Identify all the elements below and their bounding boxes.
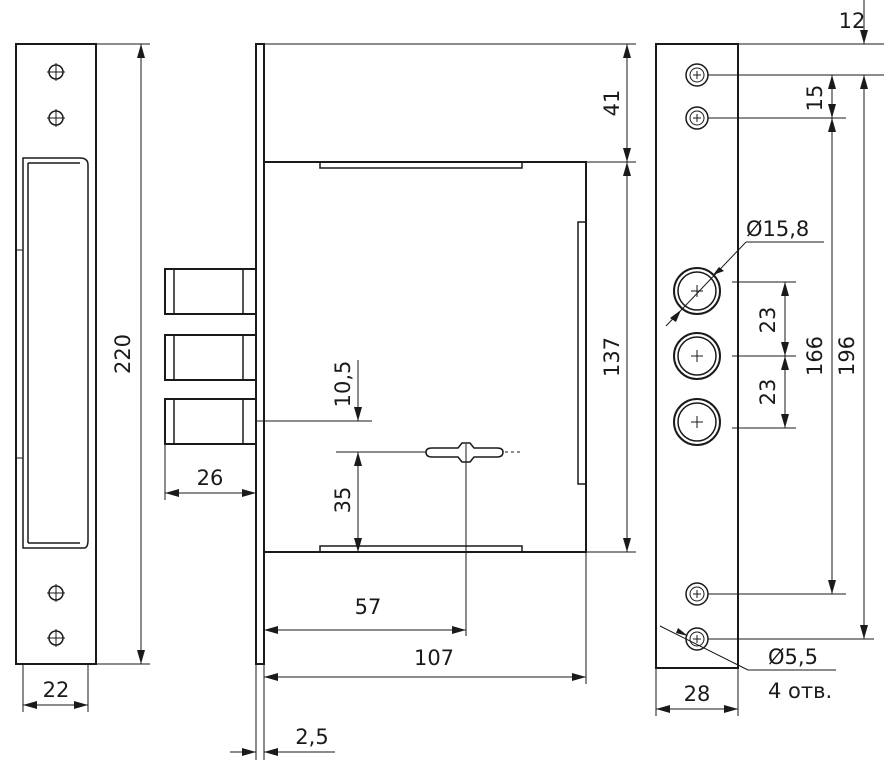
faceplate-screw-hole-2 (685, 106, 709, 130)
dim-screw-total: 196 (708, 75, 874, 640)
dim-23b-label: 23 (756, 379, 780, 406)
dim-23a-label: 23 (756, 307, 780, 334)
dim-key-vertical: 10,5 35 (256, 360, 426, 552)
strike-screw-hole-4 (47, 629, 65, 647)
dim-bolt-pitch-1: 23 (732, 281, 796, 357)
dim-case-height: 137 (586, 162, 636, 553)
dim-22-label: 22 (43, 678, 70, 702)
dim-5-5-label: Ø5,5 (768, 645, 818, 669)
faceplate-bolt-hole-3 (673, 398, 721, 446)
dim-26-label: 26 (197, 466, 224, 490)
faceplate-front (655, 43, 739, 669)
bolt-1 (164, 268, 257, 315)
screw-hole-count-label: 4 отв. (768, 679, 832, 703)
strike-plate (15, 43, 97, 665)
bolt-2 (164, 334, 257, 381)
faceplate-bolt-hole-2 (673, 332, 721, 380)
strike-screw-hole-3 (47, 584, 65, 602)
bolt-3 (164, 398, 257, 445)
dim-107-label: 107 (414, 646, 454, 670)
lock-body (164, 43, 587, 665)
dim-case-top-offset: 41 (264, 43, 636, 163)
dim-166-label: 166 (803, 336, 827, 376)
dim-41-label: 41 (600, 90, 624, 117)
dim-screw-pitch-top: 15 (708, 75, 846, 119)
dim-15-8-label: Ø15,8 (746, 217, 809, 241)
dim-plate-top-offset: 12 (708, 0, 884, 76)
dim-key-backset: 57 (263, 552, 466, 684)
dim-screw-spacing: 166 (708, 118, 846, 595)
dim-28-label: 28 (684, 682, 711, 706)
leader-bolt-hole-diameter: Ø15,8 (665, 217, 824, 327)
keyhole (425, 442, 522, 636)
dim-12-label: 12 (839, 9, 866, 33)
dim-strike-height: 220 (96, 43, 150, 665)
dim-196-label: 196 (835, 336, 859, 376)
dim-strike-width: 22 (22, 664, 89, 712)
dim-faceplate-thickness: 2,5 (230, 664, 335, 760)
faceplate-screw-hole-3 (685, 582, 709, 606)
dim-10-5-label: 10,5 (331, 361, 355, 408)
dim-220-label: 220 (111, 334, 135, 374)
strike-screw-hole-1 (47, 63, 65, 81)
dim-case-width: 107 (264, 552, 587, 684)
dim-57-label: 57 (355, 595, 382, 619)
dim-15-label: 15 (803, 85, 827, 112)
faceplate-bolt-hole-1 (673, 267, 721, 315)
dim-bolt-projection: 26 (164, 444, 256, 500)
faceplate-screw-hole-1 (685, 63, 709, 87)
dim-35-label: 35 (331, 487, 355, 514)
faceplate-screw-hole-4 (685, 627, 709, 651)
dim-2-5-label: 2,5 (295, 725, 328, 749)
dim-bolt-pitch-2: 23 (732, 356, 796, 429)
strike-screw-hole-2 (47, 109, 65, 127)
dim-plate-width: 28 (655, 668, 739, 716)
leader-screw-hole-diameter: Ø5,5 4 отв. (659, 625, 836, 703)
dim-137-label: 137 (600, 337, 624, 377)
